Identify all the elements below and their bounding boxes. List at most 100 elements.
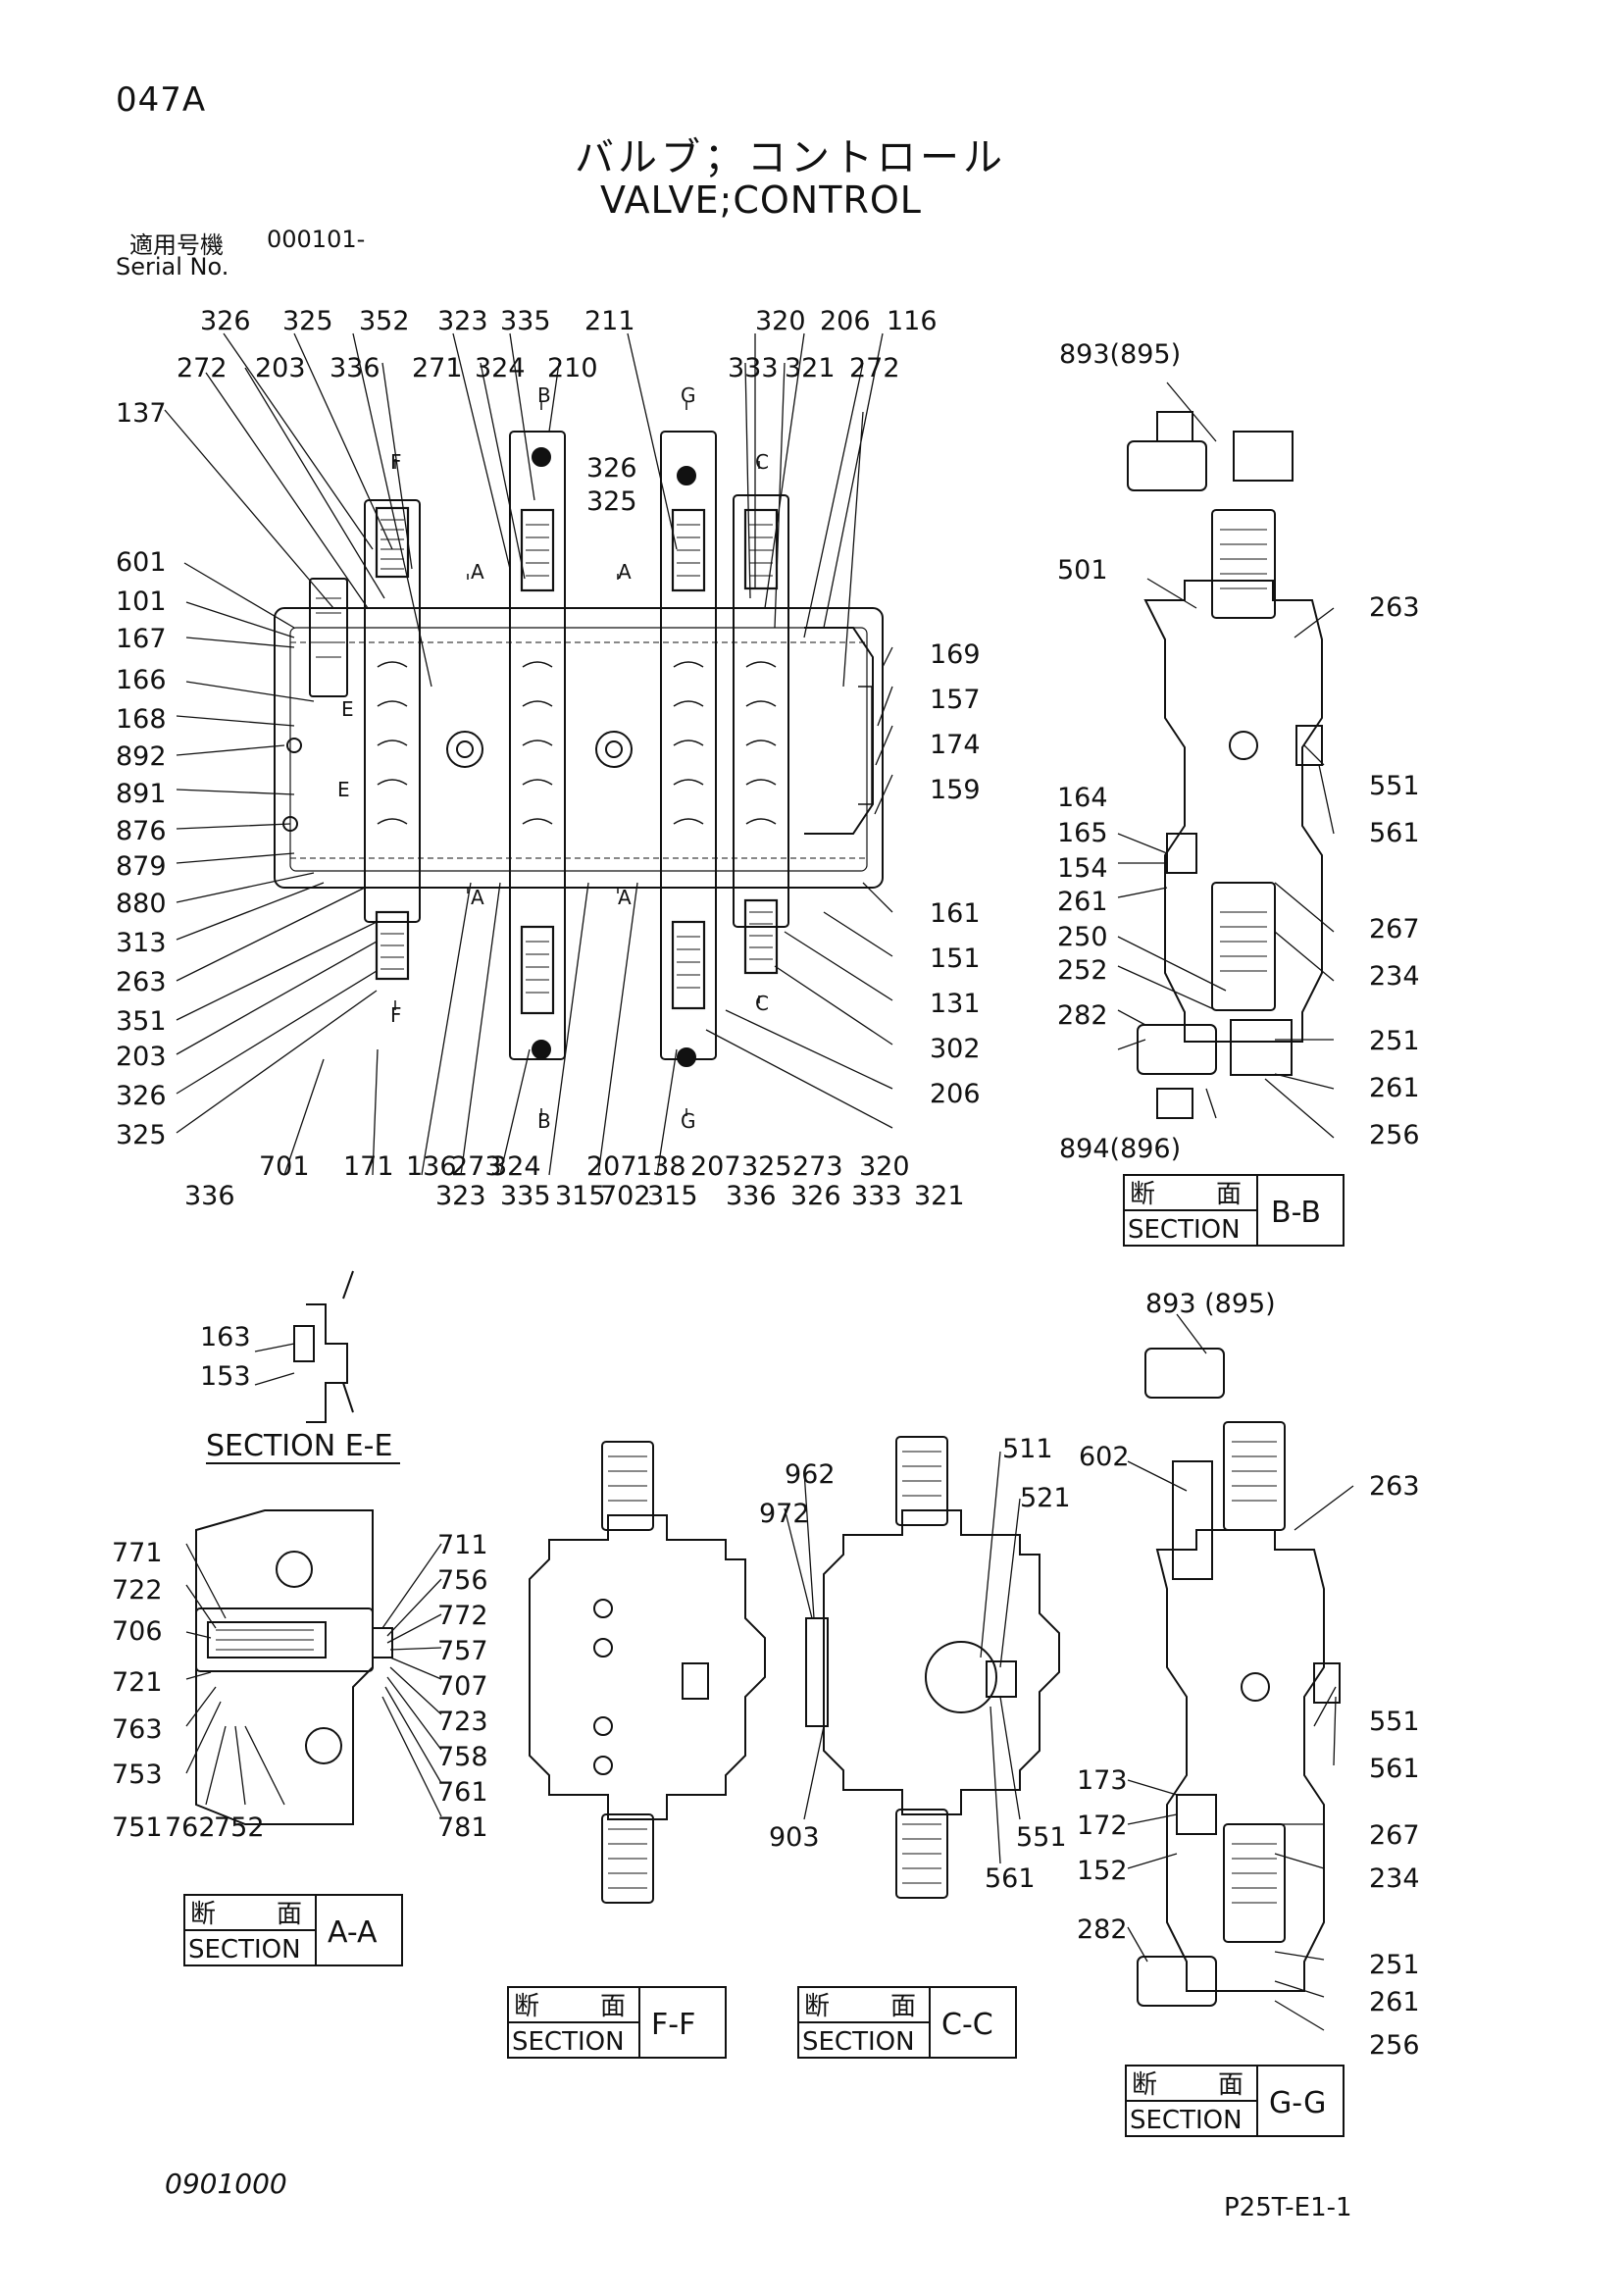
callout: 336 (184, 1181, 235, 1211)
serial-range: 000101- (267, 226, 366, 253)
callout: 893(895) (1059, 339, 1181, 370)
callout: 267 (1369, 1820, 1420, 1851)
section-ee-title: SECTION E-E (206, 1429, 392, 1463)
callout: 151 (930, 944, 981, 974)
callout: 169 (930, 639, 981, 670)
section-ff-drawing (529, 1441, 766, 1904)
callout: 758 (437, 1742, 488, 1772)
callout: 876 (116, 816, 167, 846)
callout: 210 (547, 353, 598, 383)
callout: 880 (116, 889, 167, 919)
callout: 324 (475, 353, 526, 383)
callout: 171 (343, 1151, 394, 1182)
section-box-jp: 断 (804, 1992, 830, 2021)
callout: 321 (785, 353, 836, 383)
cut-mark: A (471, 886, 484, 909)
callout: 101 (116, 587, 167, 617)
callout: 333 (728, 353, 779, 383)
page-reference: P25T-E1-1 (1224, 2193, 1352, 2222)
callout: 116 (887, 306, 938, 336)
callout: 207 (690, 1151, 741, 1182)
callout: 315 (647, 1181, 698, 1211)
section-box-en: SECTION (1130, 2106, 1243, 2135)
callout: 256 (1369, 1120, 1420, 1150)
callout: 711 (437, 1530, 488, 1560)
callout: 762 (165, 1812, 216, 1843)
cut-mark: G (681, 1109, 696, 1133)
section-cc-callouts: 962 972 511 521 903 551 561 (759, 1434, 1071, 1894)
leader-lines (164, 332, 1354, 2031)
callout: 325 (586, 486, 637, 517)
main-valve-assembly (274, 402, 884, 1116)
callout: 320 (755, 306, 806, 336)
callout: 551 (1016, 1822, 1067, 1853)
section-cc-drawing (805, 1436, 1060, 1899)
callout: 561 (985, 1863, 1036, 1894)
callout: 879 (116, 851, 167, 882)
cut-mark: E (337, 778, 350, 801)
callout: 131 (930, 989, 981, 1019)
cut-mark: A (618, 560, 632, 584)
section-box-jp: 断 (190, 1900, 216, 1929)
callout: 892 (116, 741, 167, 772)
cut-mark: B (537, 1109, 551, 1133)
callout: 351 (116, 1006, 167, 1037)
callout: 891 (116, 779, 167, 809)
callout: 352 (359, 306, 410, 336)
callout: 320 (859, 1151, 910, 1182)
callout: 263 (116, 967, 167, 997)
section-box-name: F-F (651, 2008, 695, 2042)
callout: 250 (1057, 922, 1108, 952)
callout: 263 (1369, 592, 1420, 623)
document-number: 0901000 (165, 2168, 287, 2200)
callout: 325 (741, 1151, 792, 1182)
callout: 326 (790, 1181, 841, 1211)
cut-mark: C (755, 992, 769, 1015)
section-box-en: SECTION (188, 1935, 301, 1964)
section-box-jp: 断 (1132, 2070, 1157, 2100)
callout: 234 (1369, 961, 1420, 992)
callout: 323 (437, 306, 488, 336)
callout: 174 (930, 730, 981, 760)
callout: 761 (437, 1777, 488, 1808)
cut-mark: E (341, 697, 354, 721)
callout: 152 (1077, 1856, 1128, 1886)
callout: 167 (116, 624, 167, 654)
callout: 153 (200, 1361, 251, 1392)
section-box-jp: 面 (890, 1992, 916, 2021)
callout: 271 (412, 353, 463, 383)
callout: 211 (584, 306, 635, 336)
callout: 771 (112, 1538, 163, 1568)
section-box-jp: 面 (277, 1900, 302, 1929)
cut-mark: F (390, 1003, 402, 1027)
callout: 267 (1369, 914, 1420, 944)
callout: 561 (1369, 818, 1420, 848)
section-gg-callouts: 893 (895) 602 263 551 561 173 172 267 15… (1077, 1289, 1420, 2061)
callout: 168 (116, 704, 167, 735)
callout: 335 (500, 306, 551, 336)
cut-mark: F (390, 450, 402, 474)
callout: 781 (437, 1812, 488, 1843)
title-english: VALVE;CONTROL (600, 179, 922, 222)
callout: 263 (1369, 1471, 1420, 1502)
callout: 702 (600, 1181, 651, 1211)
callout: 972 (759, 1499, 810, 1529)
callout: 161 (930, 898, 981, 929)
section-box-name: G-G (1269, 2086, 1326, 2120)
callout: 721 (112, 1667, 163, 1698)
callout: 894(896) (1059, 1134, 1181, 1164)
callout: 707 (437, 1671, 488, 1702)
callout: 273 (451, 1151, 502, 1182)
callout: 321 (914, 1181, 965, 1211)
callout: 752 (214, 1812, 265, 1843)
callout: 206 (930, 1079, 981, 1109)
callout: 172 (1077, 1811, 1128, 1841)
section-box-labels: 断 面 SECTION B-B 断 面 SECTION G-G 断 面 SECT… (188, 1180, 1326, 2135)
callout: 159 (930, 775, 981, 805)
callout: 136 (406, 1151, 457, 1182)
callout: 521 (1020, 1483, 1071, 1513)
callout: 325 (116, 1120, 167, 1150)
cut-mark: C (755, 450, 769, 474)
section-ee-callouts: 163 153 (200, 1322, 251, 1392)
